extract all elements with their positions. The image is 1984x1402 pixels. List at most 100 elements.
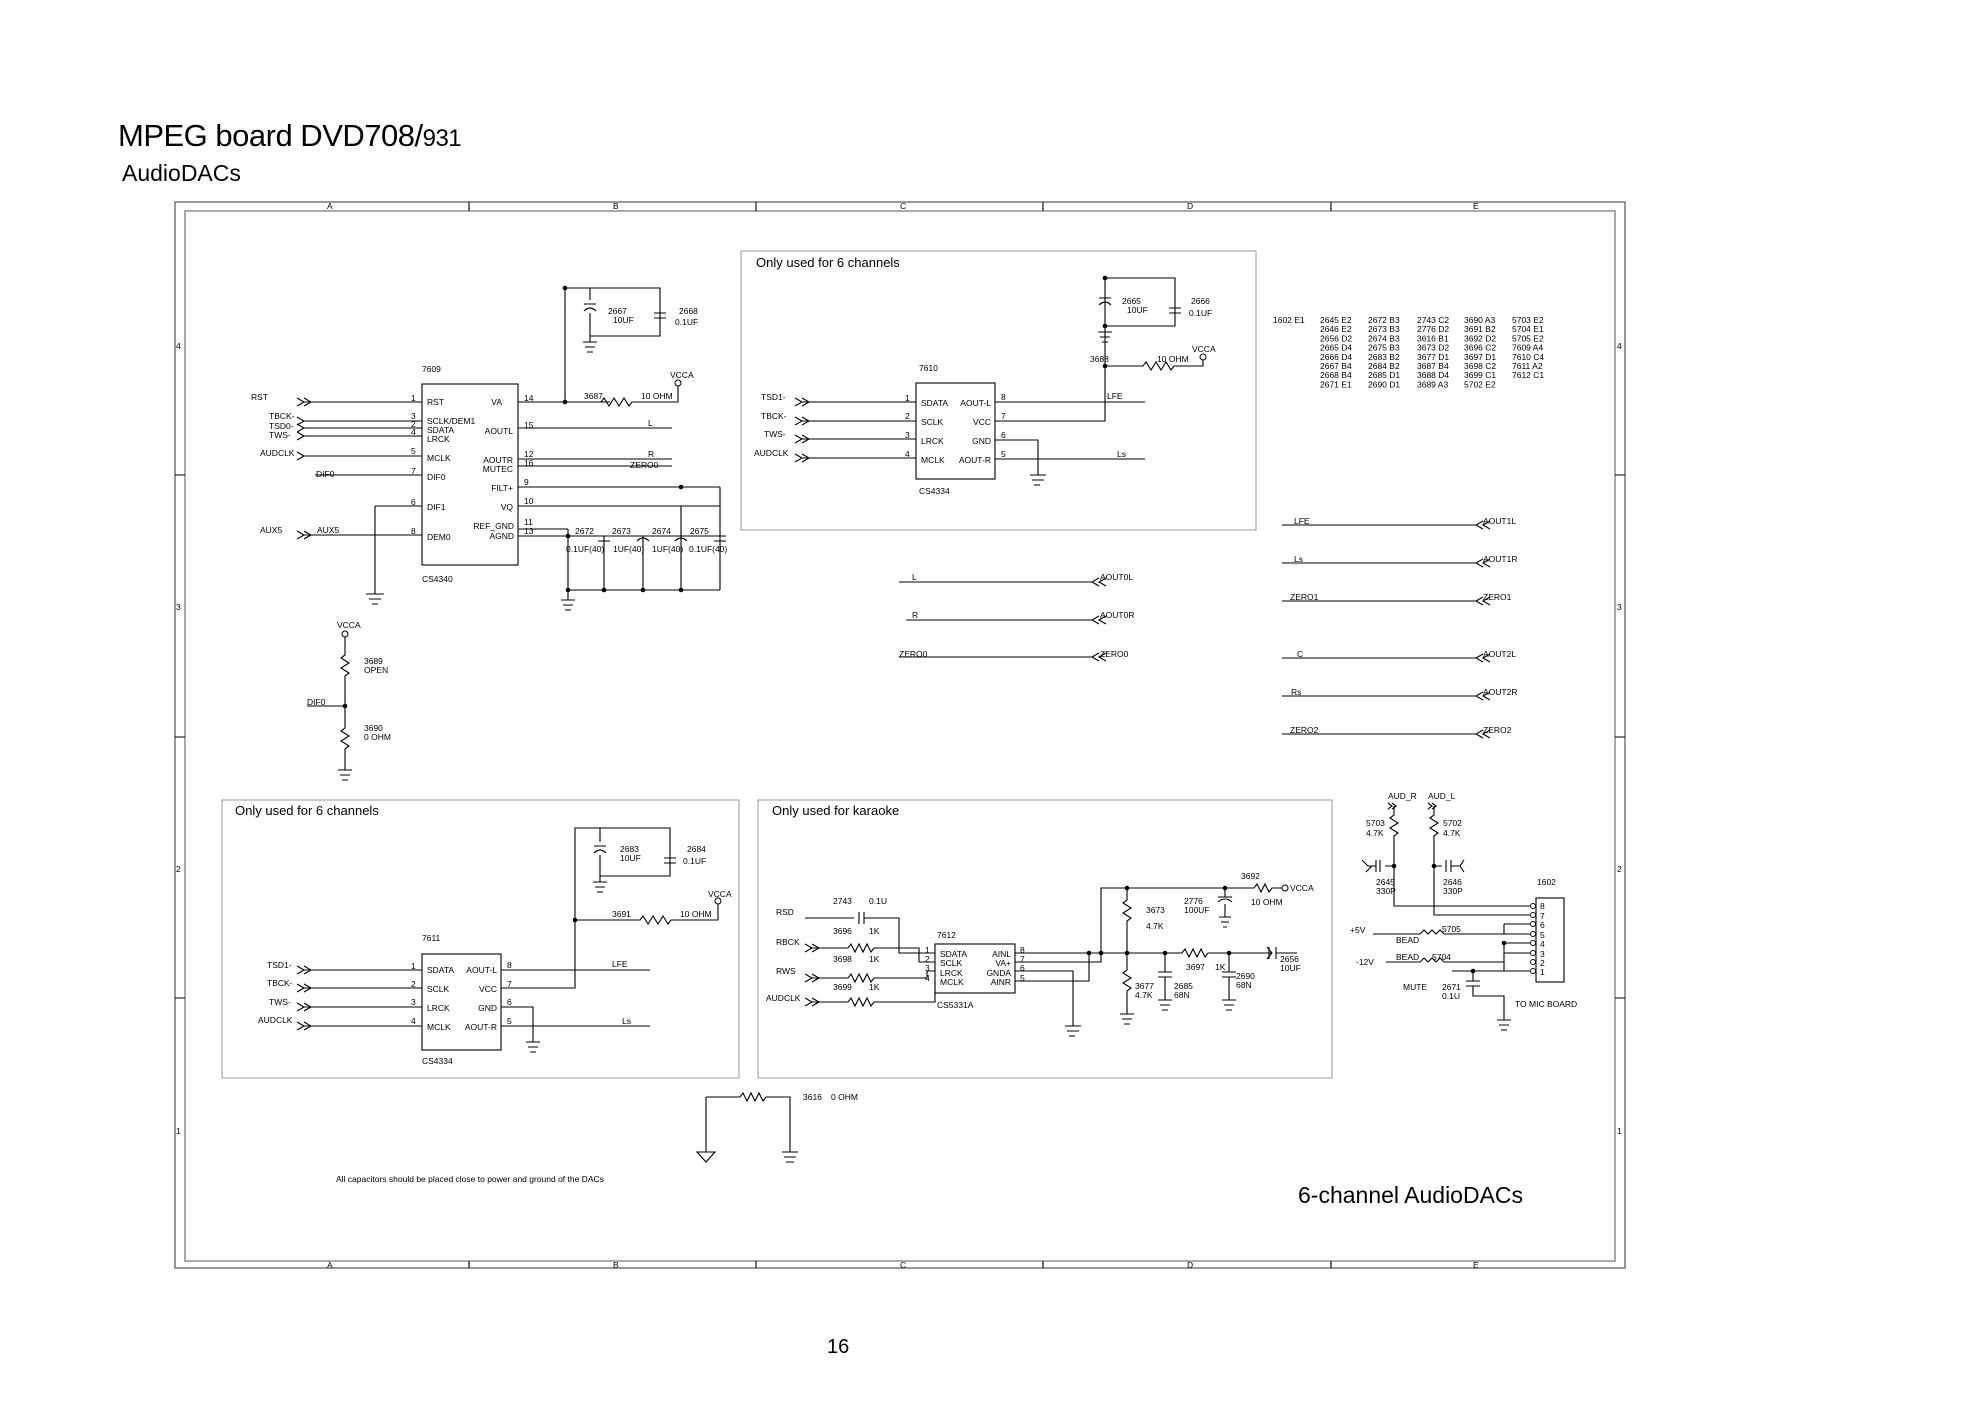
ic-7609-pinname-lrck: LRCK xyxy=(427,434,450,444)
page-title-suffix: 931 xyxy=(422,125,462,152)
ic-7612-ref: 7612 xyxy=(937,930,956,940)
ref-table-cell: 3690 A3 xyxy=(1464,315,1495,325)
ic-7610-pin6: 6 xyxy=(1001,430,1006,440)
ic-7609: 7609 CS4340 RST TBCK- TSD0- TWS- AUDCLK … xyxy=(251,285,727,611)
r3691-ref: 3691 xyxy=(612,909,631,919)
c2675-ref: 2675 xyxy=(690,526,709,536)
ic-7610-net-audclk: AUDCLK xyxy=(754,448,789,458)
r3677-value: 4.7K xyxy=(1135,990,1153,1000)
ic-7609-pin1: 1 xyxy=(411,393,416,403)
ref-table-cell: 2685 D1 xyxy=(1368,370,1400,380)
ic-7610-pinname-vcc: VCC xyxy=(973,417,991,427)
ic-7609-pinname-aoutr: AOUTR xyxy=(483,455,513,465)
ic-7609-pinname-mutec: MUTEC xyxy=(483,464,513,474)
ref-table-cell: 2646 E2 xyxy=(1320,324,1352,334)
r3677-ref: 3677 xyxy=(1135,981,1154,991)
r3689-ref: 3689 xyxy=(364,656,383,666)
ic-7609-pin8: 8 xyxy=(411,526,416,536)
ref-table-cell: 2776 D2 xyxy=(1417,324,1449,334)
ic-7609-pinname-filt: FILT+ xyxy=(491,483,513,493)
right-net-aout2l: AOUT2L xyxy=(1483,649,1516,659)
ic-7611-pinname-aoutl: AOUT-L xyxy=(466,965,497,975)
c2743-value: 0.1U xyxy=(869,896,887,906)
ic-7612-pin8: 8 xyxy=(1020,945,1025,955)
frame-row-4-left: 4 xyxy=(176,341,181,351)
r5702-ref: 5702 xyxy=(1443,818,1462,828)
ic-7610: 7610 CS4334 TSD1- TBCK- TWS- AUDCLK 1 2 … xyxy=(754,275,1216,496)
ic-7609-net-audclk: AUDCLK xyxy=(260,448,295,458)
ic-7612-pin1: 1 xyxy=(925,945,930,955)
frame-row-3-left: 3 xyxy=(176,602,181,612)
frame-row-1-right: 1 xyxy=(1617,1126,1622,1136)
placement-note: All capacitors should be placed close to… xyxy=(336,1174,604,1184)
frame-row-3-right: 3 xyxy=(1617,602,1622,612)
ic-7609-pinname-sclk: SCLK/DEM1 xyxy=(427,416,475,426)
ic-7610-pinname-sdata: SDATA xyxy=(921,398,948,408)
c2673-value: 1UF(40) xyxy=(613,544,644,554)
c2674-ref: 2674 xyxy=(652,526,671,536)
r3697-ref: 3697 xyxy=(1186,962,1205,972)
right-nets: LFE AOUT1L Ls AOUT1R ZERO1 ZERO1 C AOUT2… xyxy=(1282,516,1517,739)
ic-7609-pin5: 5 xyxy=(411,446,416,456)
ic-7609-ref: 7609 xyxy=(422,364,441,374)
ic-7612-pinname-gnda: GNDA xyxy=(986,968,1011,978)
c2690-ref: 2690 xyxy=(1236,971,1255,981)
ref-table-cell: 2667 B4 xyxy=(1320,361,1352,371)
r3616-value: 0 OHM xyxy=(831,1092,858,1102)
ic-7611-pin5: 5 xyxy=(507,1016,512,1026)
ic-7609-pin13: 13 xyxy=(524,526,534,536)
dif0-divider-net: DIF0 xyxy=(307,697,326,707)
ic-7610-pinname-gnd: GND xyxy=(972,436,991,446)
ic-7611-pinname-mclk: MCLK xyxy=(427,1022,451,1032)
ic-7610-pin7: 7 xyxy=(1001,411,1006,421)
ref-table-cell: 7610 C4 xyxy=(1512,352,1544,362)
r3689-value: OPEN xyxy=(364,665,388,675)
right-net-zero2-left: ZERO2 xyxy=(1290,725,1319,735)
c2668-value: 0.1UF xyxy=(675,317,698,327)
ic-7612-pin5: 5 xyxy=(1020,973,1025,983)
ic-7612-pinname-mclk: MCLK xyxy=(940,977,964,987)
ic-7611-ref: 7611 xyxy=(422,933,441,943)
r3687-ref: 3687 xyxy=(584,391,603,401)
connector-1602-ref: 1602 xyxy=(1537,877,1556,887)
r3692-ref: 3692 xyxy=(1241,871,1260,881)
ref-table-cell: 2743 C2 xyxy=(1417,315,1449,325)
ic-7612-pinname-lrck: LRCK xyxy=(940,968,963,978)
right-net-aout2r: AOUT2R xyxy=(1483,687,1517,697)
right-net-ls: Ls xyxy=(1294,554,1303,564)
c2666-value: 0.1UF xyxy=(1189,308,1212,318)
ic-7609-pinname-dif1: DIF1 xyxy=(427,502,446,512)
ic-7611-pinname-gnd: GND xyxy=(478,1003,497,1013)
ref-table-cell: 3699 C1 xyxy=(1464,370,1496,380)
ic-7612-pinname-ainr: AINR xyxy=(991,977,1011,987)
ic-7611-pin8: 8 xyxy=(507,960,512,970)
frame-col-e-top: E xyxy=(1473,201,1479,211)
box-karaoke xyxy=(757,799,1333,1079)
frame-col-d-top: D xyxy=(1187,201,1193,211)
ic-7609-pinname-aoutl: AOUTL xyxy=(485,426,514,436)
connector-pin-1: 1 xyxy=(1540,967,1545,977)
ic-7612-net-audclk: AUDCLK xyxy=(766,993,801,1003)
connector-pin-3: 3 xyxy=(1540,949,1545,959)
ic-7609-pinname-rst: RST xyxy=(427,397,444,407)
ic-7609-pin16: 16 xyxy=(524,458,534,468)
ic-7609-pin2: 2 xyxy=(411,419,416,429)
right-net-zero1-right: ZERO1 xyxy=(1483,592,1512,602)
c2656-ref: 2656 xyxy=(1280,954,1299,964)
ic-7611-out-lfe: LFE xyxy=(612,959,628,969)
r3691-value: 10 OHM xyxy=(680,909,712,919)
r3673-ref: 3673 xyxy=(1146,905,1165,915)
ref-table-cell: 2673 B3 xyxy=(1368,324,1400,334)
ic-7611-net-tws: TWS- xyxy=(269,997,291,1007)
c2672-value: 0.1UF(40) xyxy=(566,544,604,554)
ic-7611-part: CS4334 xyxy=(422,1056,453,1066)
ic-7609-pin7: 7 xyxy=(411,466,416,476)
connector-pin-5: 5 xyxy=(1540,930,1545,940)
ic-7609-out-zero0: ZERO0 xyxy=(630,460,659,470)
r5703-ref: 5703 xyxy=(1366,818,1385,828)
ic-7609-pin15: 15 xyxy=(524,420,534,430)
box-six-channel-bottom xyxy=(221,799,740,1079)
frame-col-e-bottom: E xyxy=(1473,1260,1479,1270)
r3688-value: 10 OHM xyxy=(1157,354,1189,364)
ic-7612-part: CS5331A xyxy=(937,1000,974,1010)
